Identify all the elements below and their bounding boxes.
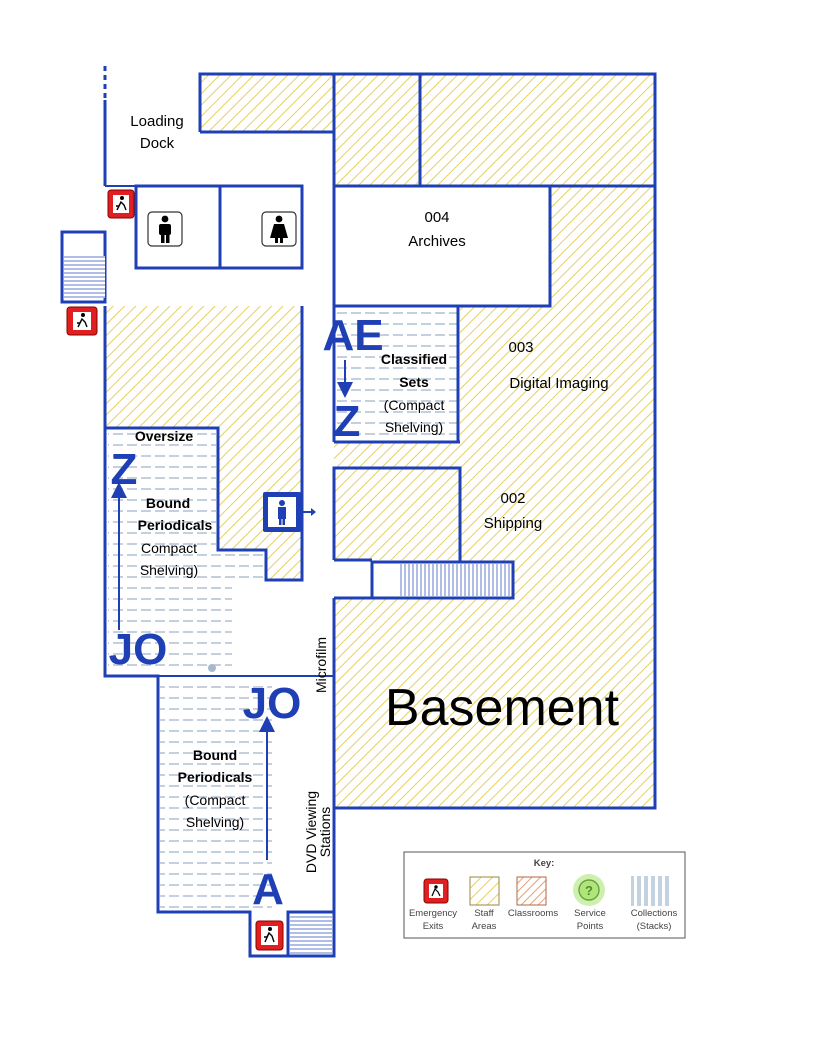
legend-item-classrooms: Classrooms [508, 876, 558, 919]
elevator-icon[interactable] [263, 492, 316, 532]
legend-label-line: Classrooms [508, 908, 558, 919]
legend-item-service-points: ? Service Points [573, 874, 606, 932]
lower-periodicals-line-4: Shelving) [186, 814, 244, 830]
shipping-stairs[interactable] [400, 564, 511, 596]
emergency-exit-icon[interactable] [107, 189, 135, 219]
legend-item-staff-areas: Staff Areas [469, 876, 500, 932]
classified-sets-line-3: (Compact [384, 397, 445, 413]
collection-shelving [108, 306, 458, 908]
lower-periodicals-range-end: JO [243, 679, 302, 728]
classified-range-end: Z [334, 397, 361, 446]
legend-label-line: Collections [631, 908, 678, 919]
lower-periodicals-line-1: Bound [193, 747, 237, 763]
lower-periodicals-line-3: (Compact [185, 792, 246, 808]
bound-periodicals-lower-label: Bound Periodicals (Compact Shelving) [178, 747, 253, 830]
female-restroom-icon[interactable] [261, 211, 297, 247]
classified-sets-line-1: Classified [381, 351, 447, 367]
staff-areas-swatch [469, 876, 500, 906]
map-legend: Key: Emergency Exits Staff Areas Classro… [403, 851, 686, 939]
collections-swatch [631, 876, 671, 906]
oversize-label: Oversize [135, 428, 194, 444]
loading-dock-label-line-2: Dock [140, 135, 175, 152]
service-points-icon: ? [573, 874, 605, 906]
legend-label-line: Service [574, 908, 606, 919]
legend-label-line: Exits [423, 921, 444, 932]
loading-dock-label-line-1: Loading [130, 113, 183, 130]
legend-item-collections: Collections (Stacks) [631, 876, 678, 932]
classified-sets-shelving [334, 306, 458, 440]
shipping-name: Shipping [484, 515, 542, 532]
room-002-shipping [334, 468, 460, 560]
archives-number: 004 [424, 209, 449, 226]
legend-label-line: Emergency [409, 908, 457, 919]
staff-area-west [105, 306, 302, 580]
archives-name: Archives [408, 233, 466, 250]
legend-title: Key: [534, 858, 555, 869]
legend-item-emergency-exits: Emergency Exits [409, 878, 457, 932]
dvd-stations-line-1: DVD Viewing [303, 791, 319, 873]
staff-area-top-middle [334, 74, 420, 186]
digital-imaging-number: 003 [508, 339, 533, 356]
oversize-range-end: Z [111, 445, 138, 494]
service-point-marker[interactable] [208, 664, 216, 672]
lower-periodicals-range-start: A [252, 865, 284, 914]
legend-label-line: Points [577, 921, 604, 932]
classified-sets-line-2: Sets [399, 374, 429, 390]
male-restroom-icon[interactable] [147, 211, 183, 247]
south-stairs[interactable] [290, 914, 332, 954]
west-stairs[interactable] [64, 256, 105, 298]
upper-periodicals-line-4: Shelving) [140, 562, 198, 578]
staff-areas [105, 74, 655, 808]
emergency-exit-icon[interactable] [255, 920, 284, 951]
upper-periodicals-range-start: JO [109, 625, 168, 674]
microfilm-label: Microfilm [313, 637, 329, 693]
bound-periodicals-lower-shelving [160, 680, 272, 908]
classrooms-swatch [516, 876, 547, 906]
shipping-number: 002 [500, 490, 525, 507]
floor-name: Basement [385, 679, 620, 737]
room-003-digital-imaging [334, 186, 655, 808]
loading-dock-label: Loading Dock [130, 113, 183, 152]
digital-imaging-name: Digital Imaging [509, 375, 608, 392]
dvd-stations-line-2: Stations [317, 807, 333, 858]
svg-text:?: ? [585, 883, 593, 898]
classified-sets-line-4: Shelving) [385, 419, 443, 435]
classified-sets-label: Classified Sets (Compact Shelving) [381, 351, 447, 435]
upper-periodicals-line-3: Compact [141, 540, 197, 556]
legend-label-line: Areas [472, 921, 497, 932]
legend-label-line: (Stacks) [637, 921, 672, 932]
legend-label-line: Staff [474, 908, 494, 919]
bound-periodicals-upper-shelving [108, 430, 266, 668]
upper-periodicals-line-1: Bound [146, 495, 190, 511]
staff-area-top-right [420, 74, 655, 186]
emergency-exit-icon [423, 878, 449, 904]
bound-periodicals-upper-label: Bound Periodicals Compact Shelving) [138, 495, 213, 578]
upper-periodicals-line-2: Periodicals [138, 517, 213, 533]
classified-range-start: AE [322, 311, 383, 360]
lower-periodicals-line-2: Periodicals [178, 769, 253, 785]
emergency-exit-icon[interactable] [66, 306, 98, 336]
staff-area-top-left [200, 74, 334, 132]
